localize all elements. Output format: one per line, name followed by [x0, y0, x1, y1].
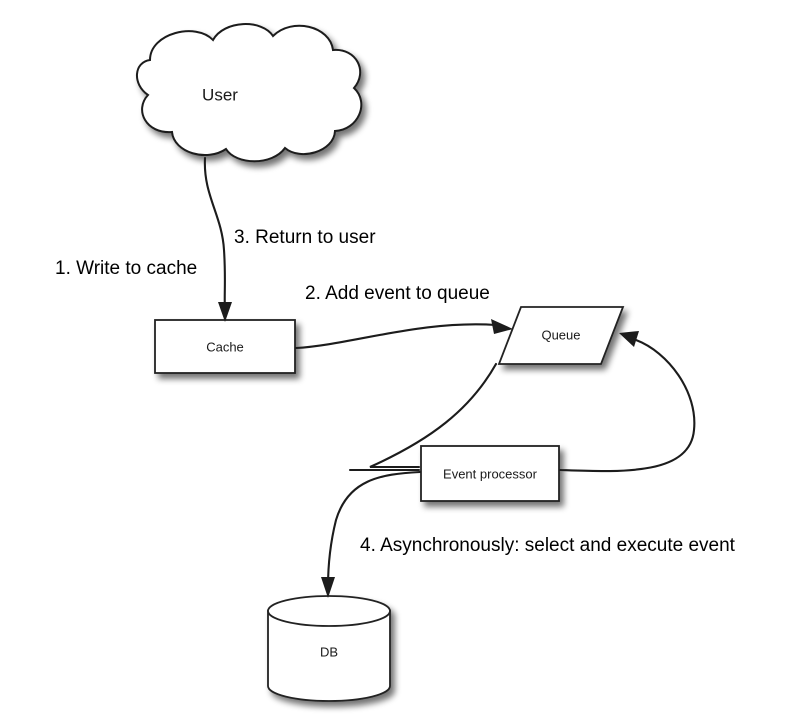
node-label-event-processor: Event processor	[443, 466, 538, 481]
arrow-head-cache	[218, 302, 232, 322]
node-queue[interactable]: Queue	[497, 306, 625, 365]
node-event-processor[interactable]: Event processor	[420, 445, 560, 502]
edge-label-write-to-cache: 1. Write to cache	[55, 258, 197, 279]
edge-label-return-to-user: 3. Return to user	[234, 227, 376, 248]
edge-event-processor-to-queue-loop	[558, 331, 696, 473]
node-user[interactable]: User	[136, 23, 363, 163]
edge-queue-to-event-processor	[348, 362, 498, 472]
node-label-user: User	[202, 85, 238, 104]
edge-user-to-cache	[203, 156, 232, 322]
node-cache[interactable]: Cache	[154, 319, 296, 374]
node-label-cache: Cache	[206, 339, 244, 354]
edge-label-asynchronously-select-execute: 4. Asynchronously: select and execute ev…	[360, 535, 736, 556]
edge-cache-to-queue	[294, 319, 513, 350]
node-label-db: DB	[320, 644, 338, 659]
arrow-head-queue-left	[491, 319, 513, 334]
node-db[interactable]: DB	[267, 595, 391, 702]
edge-event-processor-to-db	[321, 470, 422, 598]
edge-label-add-event-to-queue: 2. Add event to queue	[305, 283, 490, 304]
arrow-head-queue-right	[619, 331, 639, 347]
node-label-queue: Queue	[541, 327, 580, 342]
arrow-head-db	[321, 577, 335, 598]
